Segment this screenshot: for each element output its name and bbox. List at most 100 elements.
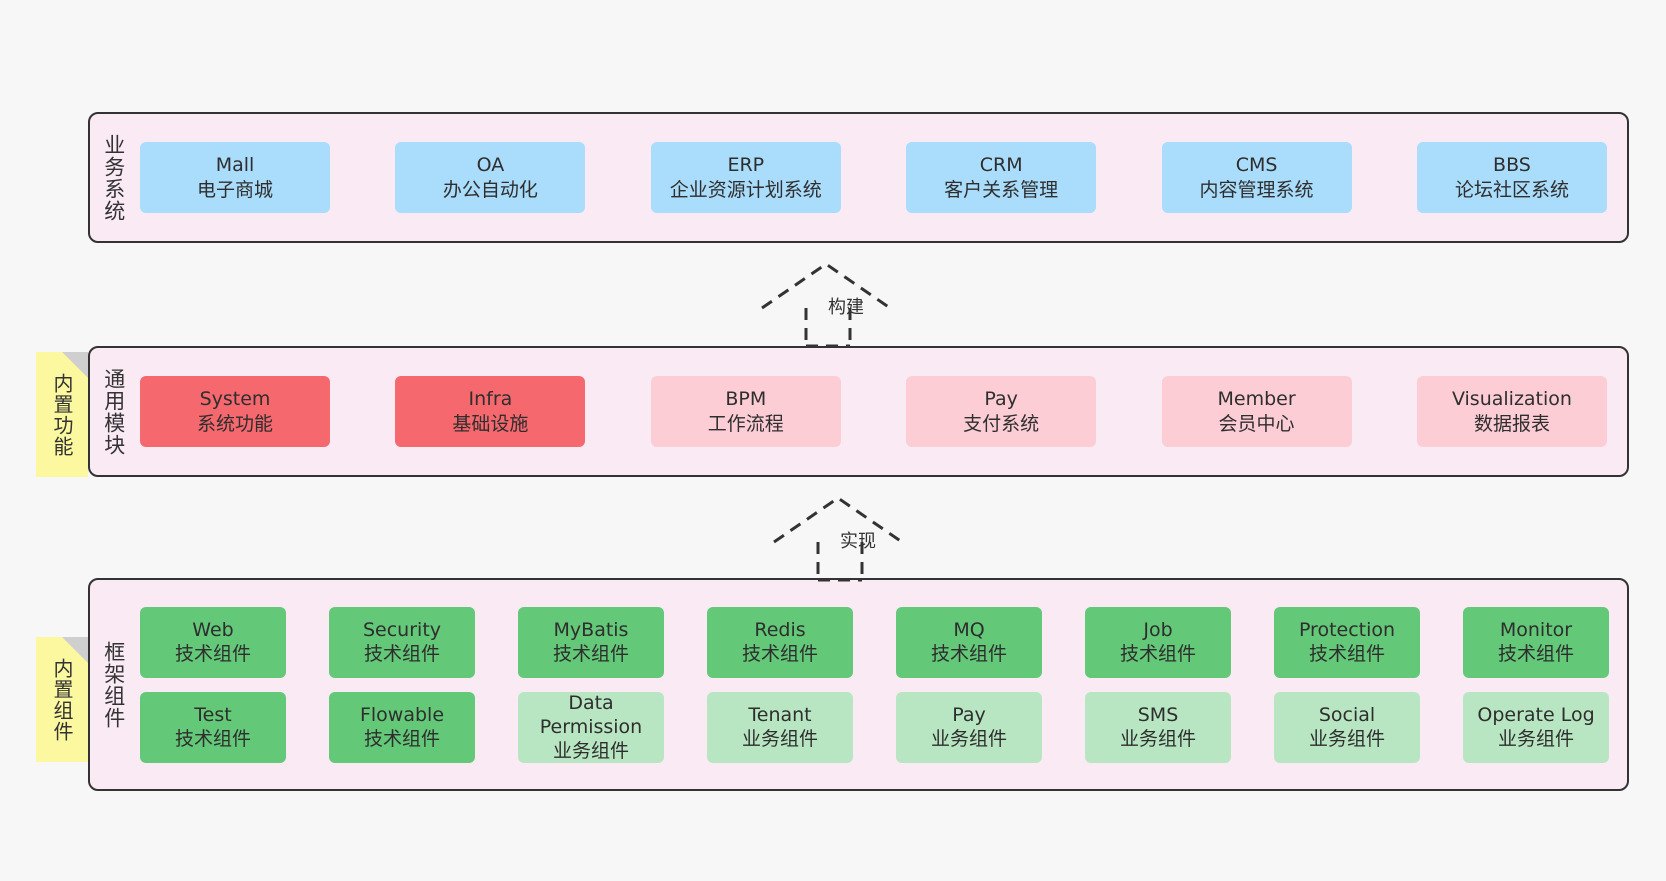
- node-job[interactable]: Job 技术组件: [1085, 606, 1231, 678]
- node-title: Web: [192, 618, 234, 641]
- sticky-note-builtin-function: 内置功能: [36, 352, 88, 477]
- node-title: Mall: [215, 154, 255, 177]
- node-member[interactable]: Member 会员中心: [1161, 376, 1352, 447]
- node-redis[interactable]: Redis 技术组件: [707, 606, 853, 678]
- node-subtitle: 技术组件: [363, 643, 440, 665]
- node-security[interactable]: Security 技术组件: [329, 606, 475, 678]
- node-system[interactable]: System 系统功能: [140, 376, 330, 447]
- node-subtitle: 业务组件: [741, 728, 818, 750]
- layer-body-business-systems: Mall 电子商城 OA 办公自动化 ERP 企业资源计划系统 CRM 客户关系…: [136, 114, 1627, 241]
- node-mq[interactable]: MQ 技术组件: [896, 606, 1042, 678]
- node-title: MyBatis: [553, 618, 629, 641]
- node-subtitle: 支付系统: [963, 412, 1040, 435]
- node-protection[interactable]: Protection 技术组件: [1274, 606, 1420, 678]
- node-operate-log[interactable]: Operate Log 业务组件: [1463, 691, 1609, 763]
- node-title: ERP: [727, 154, 765, 177]
- node-data-permission[interactable]: Data Permission 业务组件: [518, 691, 664, 763]
- node-pay-component[interactable]: Pay 业务组件: [896, 691, 1042, 763]
- node-title: Tenant: [748, 703, 812, 726]
- sticky-note-builtin-component: 内置组件: [36, 637, 88, 762]
- node-subtitle: 论坛社区系统: [1454, 178, 1569, 201]
- node-subtitle: 业务组件: [930, 728, 1007, 750]
- node-title: Job: [1143, 618, 1173, 641]
- node-title: BBS: [1493, 154, 1531, 177]
- node-title: Flowable: [359, 703, 445, 726]
- node-title: SMS: [1137, 703, 1179, 726]
- node-subtitle: 技术组件: [741, 643, 818, 665]
- layer-title-framework-components: 框架组件: [101, 640, 126, 729]
- node-title: Social: [1318, 703, 1376, 726]
- node-monitor[interactable]: Monitor 技术组件: [1463, 606, 1609, 678]
- node-title: CRM: [979, 154, 1023, 177]
- node-title: Protection: [1298, 618, 1396, 641]
- node-title: Visualization: [1451, 388, 1572, 411]
- node-bbs[interactable]: BBS 论坛社区系统: [1416, 142, 1607, 213]
- node-erp[interactable]: ERP 企业资源计划系统: [650, 142, 841, 213]
- node-title: Member: [1217, 388, 1296, 411]
- node-subtitle: 技术组件: [1308, 643, 1385, 665]
- node-sms[interactable]: SMS 业务组件: [1085, 691, 1231, 763]
- node-subtitle: 业务组件: [1119, 728, 1196, 750]
- node-subtitle: 会员中心: [1218, 412, 1295, 435]
- node-subtitle: 技术组件: [174, 643, 251, 665]
- node-subtitle: 电子商城: [196, 178, 273, 201]
- node-subtitle: 工作流程: [707, 412, 784, 435]
- connector-implement: 实现: [772, 492, 922, 582]
- layer-title-common-modules: 通用模块: [101, 367, 126, 456]
- node-subtitle: 数据报表: [1473, 412, 1550, 435]
- node-mybatis[interactable]: MyBatis 技术组件: [518, 606, 664, 678]
- layer-business-systems: 业务系统 Mall 电子商城 OA 办公自动化 ERP 企业资源计划系统 CRM…: [88, 112, 1629, 243]
- node-mall[interactable]: Mall 电子商城: [140, 142, 330, 213]
- node-title: Infra: [468, 388, 513, 411]
- node-title: BPM: [725, 388, 767, 411]
- node-subtitle: 技术组件: [1497, 643, 1574, 665]
- node-crm[interactable]: CRM 客户关系管理: [906, 142, 1097, 213]
- node-subtitle: 业务组件: [1308, 728, 1385, 750]
- node-title: Data Permission: [539, 691, 643, 738]
- node-subtitle: 技术组件: [930, 643, 1007, 665]
- node-title: CMS: [1235, 154, 1278, 177]
- node-subtitle: 技术组件: [174, 728, 251, 750]
- node-subtitle: 企业资源计划系统: [669, 178, 822, 201]
- sticky-note-label: 内置功能: [50, 372, 74, 457]
- node-title: Redis: [754, 618, 806, 641]
- node-row: Test 技术组件 Flowable 技术组件 Data Permission …: [140, 691, 1613, 763]
- node-title: Operate Log: [1477, 703, 1595, 726]
- node-web[interactable]: Web 技术组件: [140, 606, 286, 678]
- node-title: System: [199, 388, 271, 411]
- node-title: OA: [476, 154, 505, 177]
- node-subtitle: 系统功能: [196, 412, 273, 435]
- node-subtitle: 技术组件: [1119, 643, 1196, 665]
- node-infra[interactable]: Infra 基础设施: [395, 376, 586, 447]
- node-subtitle: 业务组件: [1497, 728, 1574, 750]
- node-test[interactable]: Test 技术组件: [140, 691, 286, 763]
- node-title: Security: [362, 618, 442, 641]
- node-tenant[interactable]: Tenant 业务组件: [707, 691, 853, 763]
- node-subtitle: 客户关系管理: [944, 178, 1059, 201]
- node-subtitle: 办公自动化: [442, 178, 538, 201]
- connector-build: 构建: [760, 258, 910, 348]
- node-row: Web 技术组件 Security 技术组件 MyBatis 技术组件 Redi…: [140, 606, 1613, 678]
- node-title: Monitor: [1499, 618, 1573, 641]
- layer-body-common-modules: System 系统功能 Infra 基础设施 BPM 工作流程 Pay 支付系统…: [136, 348, 1627, 475]
- layer-title-business-systems: 业务系统: [101, 133, 126, 222]
- node-row: System 系统功能 Infra 基础设施 BPM 工作流程 Pay 支付系统…: [140, 376, 1613, 447]
- node-oa[interactable]: OA 办公自动化: [395, 142, 586, 213]
- layer-body-framework-components: Web 技术组件 Security 技术组件 MyBatis 技术组件 Redi…: [136, 580, 1627, 789]
- node-cms[interactable]: CMS 内容管理系统: [1161, 142, 1352, 213]
- node-pay[interactable]: Pay 支付系统: [906, 376, 1097, 447]
- layer-framework-components: 框架组件 Web 技术组件 Security 技术组件 MyBatis 技术组件…: [88, 578, 1629, 791]
- node-subtitle: 基础设施: [452, 412, 529, 435]
- node-title: Pay: [952, 703, 986, 726]
- node-title: Test: [194, 703, 232, 726]
- node-visualization[interactable]: Visualization 数据报表: [1416, 376, 1607, 447]
- node-flowable[interactable]: Flowable 技术组件: [329, 691, 475, 763]
- node-social[interactable]: Social 业务组件: [1274, 691, 1420, 763]
- layer-common-modules: 通用模块 System 系统功能 Infra 基础设施 BPM 工作流程 Pay…: [88, 346, 1629, 477]
- node-title: MQ: [953, 618, 985, 641]
- connector-label: 构建: [828, 297, 864, 318]
- node-subtitle: 技术组件: [363, 728, 440, 750]
- node-bpm[interactable]: BPM 工作流程: [650, 376, 841, 447]
- node-subtitle: 内容管理系统: [1199, 178, 1314, 201]
